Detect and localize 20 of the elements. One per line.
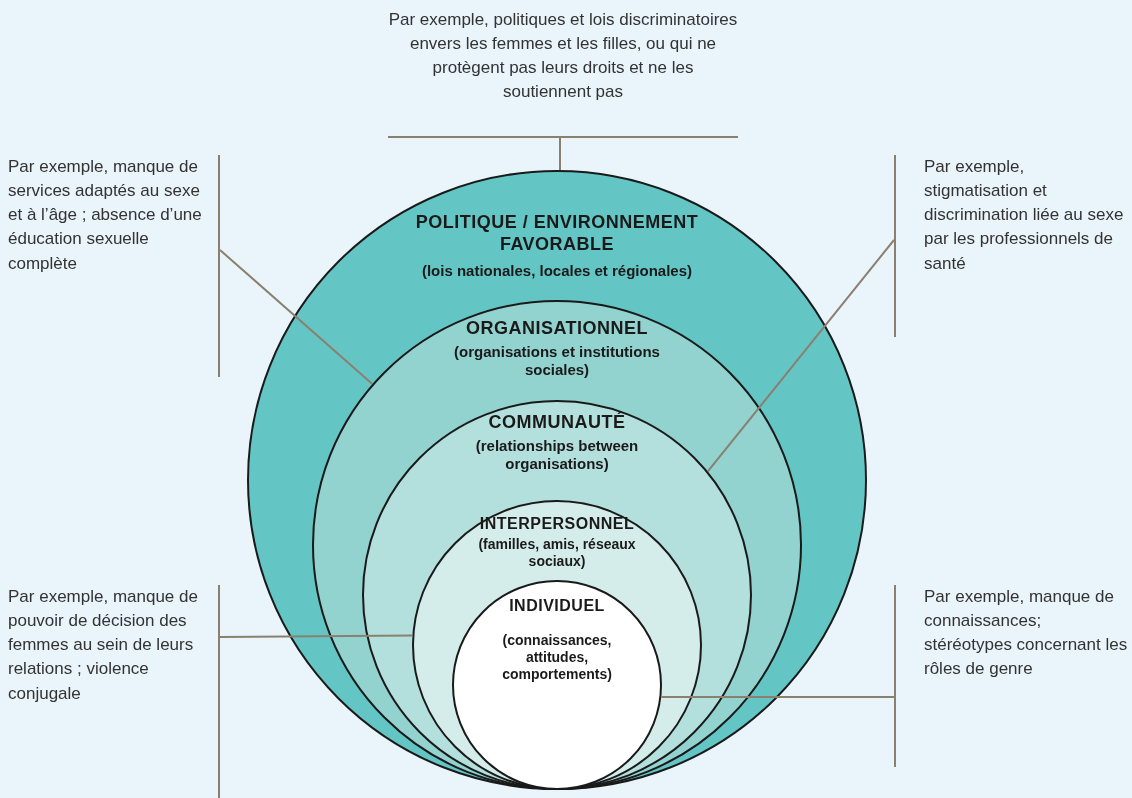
callout-text: Par exemple, manque de pouvoir de décision des femmes au sein de leurs relations ; violence conjugale	[8, 585, 220, 798]
ring-heading: POLITIQUE / ENVIRONNEMENT FAVORABLE	[414, 212, 700, 256]
ring-heading: INTERPERSONNEL	[478, 514, 636, 534]
ring-description: (relationships between organisations)	[474, 437, 640, 473]
leader-line	[219, 634, 414, 638]
callout-text: Par exemple, manque de connaissances; stéréotypes concernant les rôles de genre	[894, 585, 1130, 767]
ring-description: (familles, amis, réseaux sociaux)	[477, 536, 637, 570]
callout-text: Par exemple, stigmatisation et discrimination liée au sexe par les professionnels de santé	[894, 155, 1126, 337]
ring-description: (organisations et institutions sociales)	[453, 343, 661, 379]
callout-text: Par exemple, politiques et lois discriminatoires envers les femmes et les filles, ou qui ne protègent pas leurs droits et ne les soutiennent pas	[388, 8, 738, 138]
ring-heading: COMMUNAUTÉ	[487, 412, 627, 434]
ring-heading: INDIVIDUEL	[508, 596, 606, 616]
leader-line	[559, 137, 561, 171]
leader-line	[706, 239, 895, 473]
callout-text: Par exemple, manque de services adaptés au sexe et à l’âge ; absence d’une éducation sexuelle complète	[8, 155, 220, 377]
leader-line	[660, 695, 895, 698]
leader-line	[219, 249, 374, 385]
ring-description: (lois nationales, locales et régionales)	[420, 262, 694, 280]
ring-description: (connaissances, attitudes, comportements)	[501, 632, 613, 683]
ring-heading: ORGANISATIONNEL	[464, 318, 650, 340]
